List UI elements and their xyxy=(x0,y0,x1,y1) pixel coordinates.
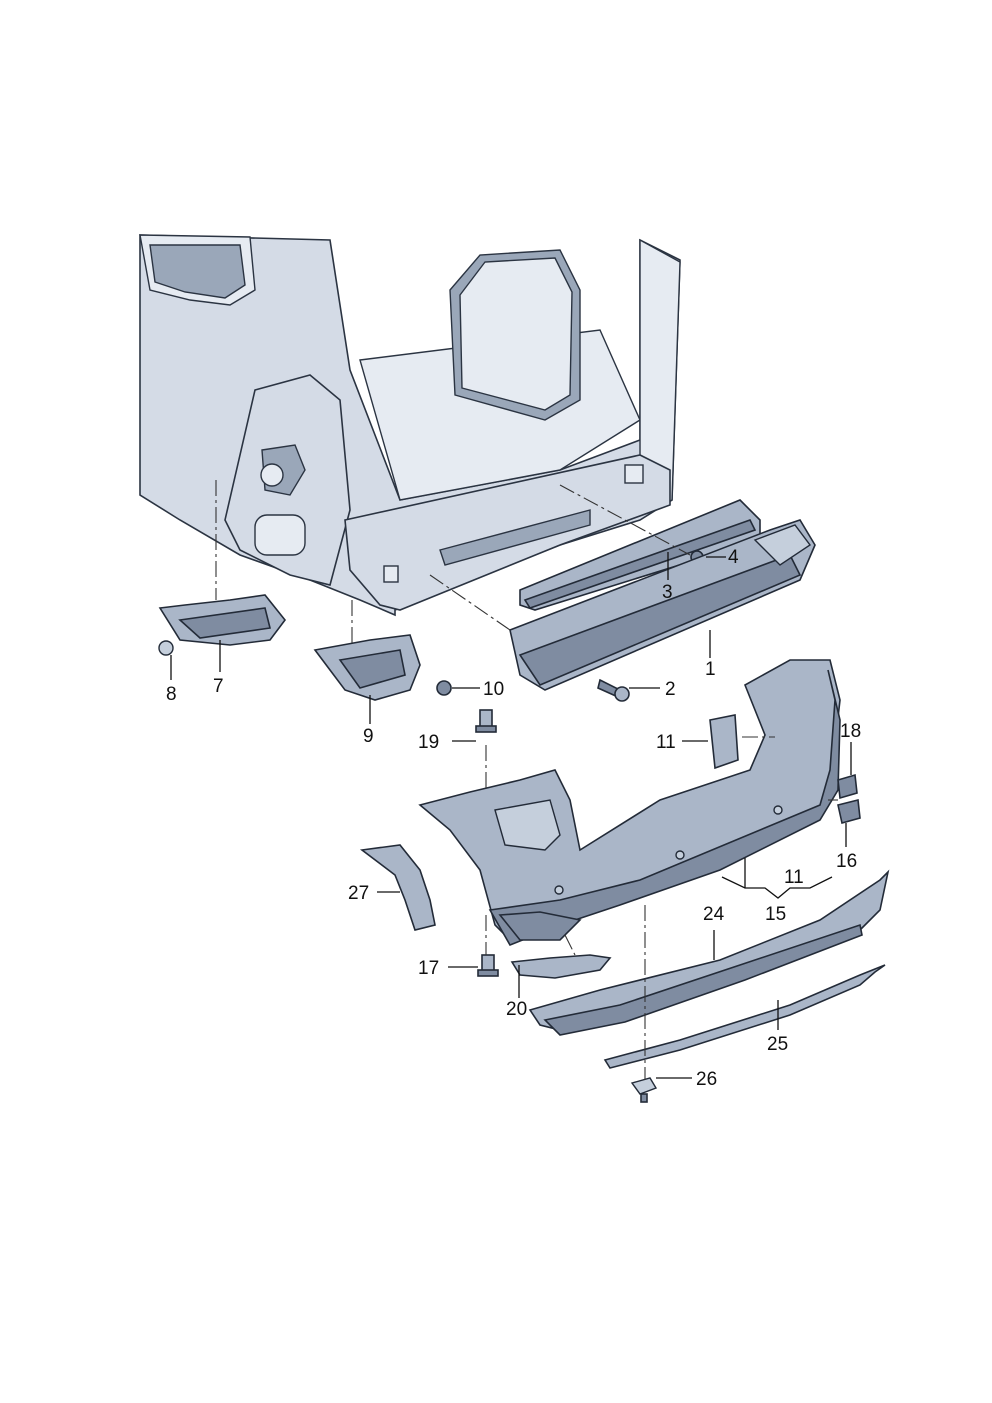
callout-10: 10 xyxy=(483,679,504,700)
callout-25: 25 xyxy=(767,1034,788,1055)
part-9-bracket xyxy=(313,634,421,701)
part-25-trim-strip xyxy=(603,964,886,1069)
part-27-wheel-arch-trim xyxy=(359,844,436,931)
callout-15: 15 xyxy=(765,904,786,925)
part-24-diffuser xyxy=(528,869,890,1036)
callout-18: 18 xyxy=(840,721,861,742)
callout-17: 17 xyxy=(418,958,439,979)
callout-2: 2 xyxy=(665,679,676,700)
part-18-cover xyxy=(837,773,858,800)
callout-24: 24 xyxy=(703,904,725,925)
callout-11a: 11 xyxy=(656,732,676,753)
part-17-screw xyxy=(477,954,499,977)
callout-19: 19 xyxy=(418,732,439,753)
part-10-nut xyxy=(436,680,452,696)
callout-4: 4 xyxy=(728,547,739,568)
part-8-clip xyxy=(158,640,174,656)
callout-27: 27 xyxy=(348,883,369,904)
callout-3: 3 xyxy=(662,582,673,603)
assembly-lines xyxy=(215,480,838,1080)
callout-7: 7 xyxy=(213,676,224,697)
callout-labels: 1 2 3 4 7 8 9 10 11 18 19 16 11 15 27 24… xyxy=(166,547,861,1090)
part-26-clip xyxy=(630,1077,658,1103)
part-11-trim xyxy=(709,714,739,770)
part-15-bumper-cover xyxy=(418,659,841,947)
part-20-trim xyxy=(510,954,612,979)
callout-9: 9 xyxy=(363,726,374,747)
vehicle-rear-body xyxy=(139,234,681,617)
part-16-cover xyxy=(837,799,861,824)
callout-11b: 11 xyxy=(784,867,804,888)
callout-1: 1 xyxy=(705,659,716,680)
callout-20: 20 xyxy=(506,999,527,1020)
callout-16: 16 xyxy=(836,851,857,872)
part-2-bolt xyxy=(597,678,630,702)
callout-8: 8 xyxy=(166,684,177,705)
part-19-screw xyxy=(475,709,497,733)
leader-lines xyxy=(170,552,852,1079)
part-1-bumper-beam xyxy=(509,519,816,691)
part-7-bracket xyxy=(158,594,287,646)
callout-26: 26 xyxy=(696,1069,717,1090)
